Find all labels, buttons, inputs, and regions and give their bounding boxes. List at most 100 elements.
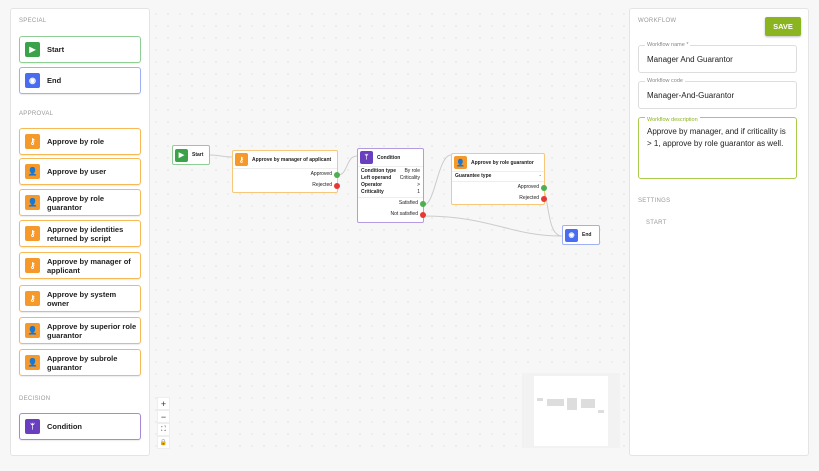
label: Condition bbox=[47, 422, 82, 431]
output-satisfied: Satisfied bbox=[358, 198, 426, 209]
node-end[interactable]: ◉ End bbox=[562, 225, 600, 245]
minimap-viewport[interactable] bbox=[534, 376, 608, 446]
key: Left operand bbox=[361, 175, 392, 181]
label: Satisfied bbox=[398, 200, 418, 206]
label: Condition bbox=[377, 154, 401, 161]
value: - bbox=[539, 173, 541, 179]
condition-row: Condition type By role bbox=[358, 168, 423, 175]
edge-notsatisfied-end bbox=[423, 215, 563, 237]
node-palette: SPECIAL ▶Start ◉End APPROVAL ⚷Approve by… bbox=[10, 8, 150, 456]
zoom-out-button[interactable]: − bbox=[157, 410, 170, 423]
settings-start[interactable]: START bbox=[646, 220, 667, 226]
output-not-satisfied: Not satisfied bbox=[358, 209, 426, 220]
key: Criticality bbox=[361, 189, 384, 195]
section-settings: SETTINGS bbox=[638, 198, 671, 204]
condition-row: Criticality 1 bbox=[358, 189, 423, 196]
value: Approve by manager, and if criticality i… bbox=[647, 127, 786, 148]
section-special: SPECIAL bbox=[19, 18, 47, 24]
edge-condition-guarantor bbox=[423, 154, 452, 206]
key-icon: ⚷ bbox=[25, 258, 40, 273]
palette-start[interactable]: ▶Start bbox=[19, 36, 141, 63]
label: Approve by identities returned by script bbox=[47, 224, 124, 243]
node-condition[interactable]: ᛘ Condition Condition type By role Left op… bbox=[357, 148, 426, 223]
key-icon: ⚷ bbox=[25, 226, 40, 241]
minimap[interactable] bbox=[522, 373, 620, 448]
label: End bbox=[582, 232, 592, 238]
play-icon: ▶ bbox=[175, 148, 188, 162]
output-approved: Approved bbox=[233, 169, 340, 180]
label: Approve by superior role guarantor bbox=[47, 321, 137, 340]
node-start[interactable]: ▶ Start bbox=[172, 145, 210, 165]
save-button[interactable]: SAVE bbox=[765, 17, 801, 36]
value: 1 bbox=[417, 189, 420, 195]
key-icon: ⚷ bbox=[25, 291, 40, 306]
palette-approve-by-manager[interactable]: ⚷Approve by manager of applicant bbox=[19, 252, 141, 279]
approved-port[interactable] bbox=[541, 185, 547, 191]
branch-icon: ᛘ bbox=[25, 419, 40, 434]
label: Rejected bbox=[519, 195, 539, 201]
label: Workflow name * bbox=[645, 42, 691, 48]
lock-button[interactable]: 🔒 bbox=[157, 436, 170, 449]
value: Manager-And-Guarantor bbox=[647, 90, 735, 100]
rejected-port[interactable] bbox=[541, 196, 547, 202]
label: Workflow code bbox=[645, 78, 685, 84]
palette-approve-by-script[interactable]: ⚷ Approve by identities returned by scrip… bbox=[19, 220, 141, 247]
palette-approve-by-role-guarantor[interactable]: 👤 Approve by role guarantor bbox=[19, 189, 141, 216]
key: Operator bbox=[361, 182, 383, 188]
condition-row: Left operand Criticality bbox=[358, 175, 423, 182]
satisfied-port[interactable] bbox=[420, 201, 426, 207]
label: Approve by subrole guarantor bbox=[47, 353, 118, 372]
label: Start bbox=[47, 45, 65, 54]
section-approval: APPROVAL bbox=[19, 111, 54, 117]
key: Guarantee type bbox=[455, 173, 492, 179]
user-badge-icon: 👤 bbox=[25, 355, 40, 370]
approved-port[interactable] bbox=[334, 172, 340, 178]
palette-condition[interactable]: ᛘ Condition bbox=[19, 413, 141, 440]
palette-approve-by-subrole-guarantor[interactable]: 👤 Approve by subrole guarantor bbox=[19, 349, 141, 376]
user-badge-icon: 👤 bbox=[25, 323, 40, 338]
label: Approve by user bbox=[47, 167, 107, 176]
user-badge-icon: 👤 bbox=[25, 195, 40, 210]
label: Approve by manager of applicant bbox=[252, 156, 332, 163]
palette-approve-by-user[interactable]: 👤 Approve by user bbox=[19, 158, 141, 185]
label: Not satisfied bbox=[390, 211, 418, 217]
value: By role bbox=[404, 168, 420, 174]
not-satisfied-port[interactable] bbox=[420, 212, 426, 218]
branch-icon: ᛘ bbox=[360, 151, 373, 164]
key-icon: ⚷ bbox=[235, 153, 248, 166]
rejected-port[interactable] bbox=[334, 183, 340, 189]
edge-start-manager bbox=[209, 154, 233, 158]
palette-approve-by-superior-role-guarantor[interactable]: 👤 Approve by superior role guarantor bbox=[19, 317, 141, 344]
edge-manager-condition bbox=[337, 155, 358, 176]
label: Approved bbox=[517, 184, 539, 190]
label: End bbox=[47, 76, 62, 85]
label: Workflow description bbox=[645, 114, 700, 126]
output-rejected: Rejected bbox=[452, 193, 547, 204]
condition-row: Operator> bbox=[358, 182, 423, 189]
workflow-canvas[interactable]: ▶ Start ⚷ Approve by manager of applicant … bbox=[150, 8, 628, 456]
value: Criticality bbox=[399, 175, 420, 181]
stop-circle-icon: ◉ bbox=[565, 228, 578, 242]
workflow-panel: WORKFLOW SAVE Workflow name *Manager And… bbox=[629, 8, 809, 456]
output-rejected: Rejected bbox=[233, 180, 340, 191]
palette-end[interactable]: ◉ End bbox=[19, 67, 141, 94]
node-approve-by-manager[interactable]: ⚷ Approve by manager of applicant Approve… bbox=[232, 150, 340, 193]
label: Approve by role bbox=[47, 137, 105, 146]
label: Approve by system owner bbox=[47, 289, 117, 308]
section-workflow: WORKFLOW bbox=[638, 18, 677, 24]
workflow-name-field[interactable]: Workflow name *Manager And Guarantor bbox=[638, 42, 797, 73]
stop-circle-icon: ◉ bbox=[25, 73, 40, 88]
section-decision: DECISION bbox=[19, 396, 51, 402]
zoom-in-button[interactable]: + bbox=[157, 397, 170, 410]
label: Start bbox=[192, 152, 204, 158]
label: Approve by role guarantor bbox=[47, 193, 105, 212]
node-approve-by-role-guarantor[interactable]: 👤Approve by role guarantor Guarantee typ… bbox=[451, 153, 547, 205]
palette-approve-by-system-owner[interactable]: ⚷ Approve by system owner bbox=[19, 285, 141, 312]
output-approved: Approved bbox=[452, 182, 547, 193]
palette-approve-by-role[interactable]: ⚷Approve by role bbox=[19, 128, 141, 155]
fit-view-button[interactable]: ⛶ bbox=[157, 423, 170, 436]
user-icon: 👤 bbox=[25, 164, 40, 179]
key: Condition type bbox=[361, 168, 396, 174]
